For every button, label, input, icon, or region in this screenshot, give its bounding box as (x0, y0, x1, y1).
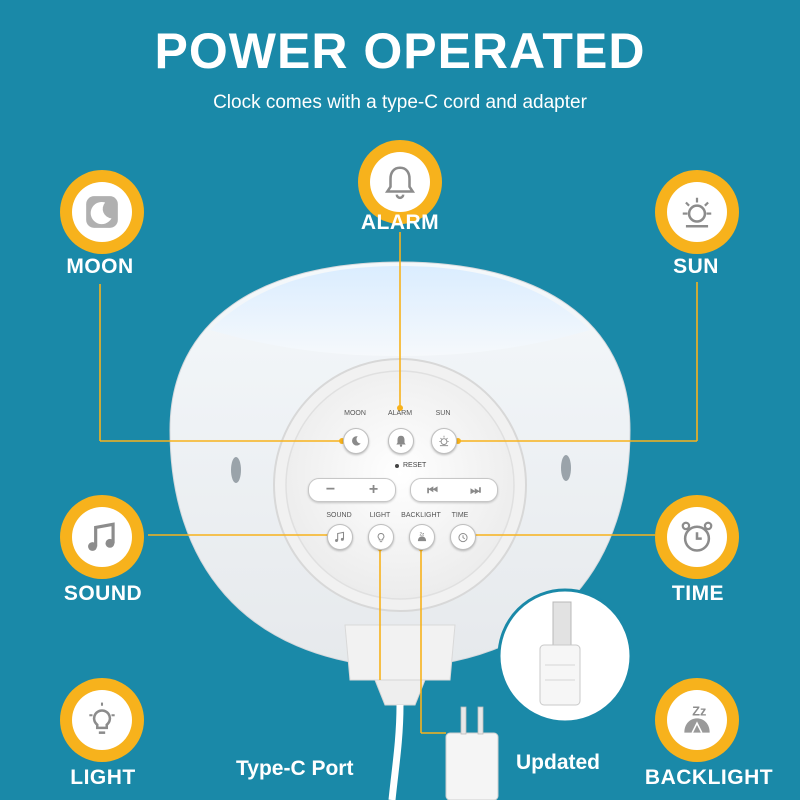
moon-label: MOON (66, 255, 134, 278)
bell-icon (384, 166, 416, 200)
sound-badge (60, 495, 144, 579)
backlight-badge: Zz (655, 678, 739, 762)
adapter-updated-label: Updated (516, 751, 600, 774)
moon-icon (86, 196, 118, 228)
alarm-label: ALARM (360, 211, 440, 234)
light-badge (60, 678, 144, 762)
panel-label-light: LIGHT (369, 512, 391, 519)
panel-moon-button[interactable] (343, 428, 369, 454)
sleep-icon: Zz (684, 704, 710, 734)
moon-icon (352, 436, 361, 446)
sun-label: SUN (673, 255, 719, 278)
panel-time-button[interactable] (450, 524, 476, 550)
sun-icon (682, 197, 712, 228)
type-c-port-label: Type-C Port (236, 757, 354, 780)
volume-rocker[interactable]: − + (308, 478, 396, 502)
panel-label-sun: SUN (435, 410, 451, 417)
svg-text:Zz: Zz (420, 531, 425, 536)
page-title: POWER OPERATED (154, 23, 646, 79)
music-note-icon (88, 522, 115, 551)
panel-light-button[interactable] (368, 524, 394, 550)
sound-label: SOUND (63, 582, 143, 605)
panel-sound-button[interactable] (327, 524, 353, 550)
light-bulb-icon (89, 702, 115, 734)
bell-icon (396, 435, 406, 447)
reset-indicator: RESET (395, 462, 426, 469)
sleep-icon: Zz (417, 531, 427, 542)
alarm-clock-icon (681, 521, 713, 552)
next-track-icon[interactable]: ⏭ (470, 482, 481, 497)
panel-label-sound: SOUND (326, 512, 352, 519)
music-note-icon (335, 531, 345, 542)
panel-label-backlight: BACKLIGHT (401, 512, 441, 519)
reset-label: RESET (403, 462, 427, 469)
svg-text:Zz: Zz (692, 704, 706, 718)
panel-alarm-button[interactable] (388, 428, 414, 454)
plus-icon[interactable]: + (368, 481, 379, 498)
panel-label-moon: MOON (344, 410, 366, 417)
light-label: LIGHT (70, 766, 136, 789)
page-subtitle: Clock comes with a type-C cord and adapt… (213, 92, 587, 113)
panel-label-time: TIME (451, 512, 469, 519)
time-label: TIME (671, 582, 725, 605)
minus-icon[interactable]: − (325, 481, 336, 498)
track-rocker[interactable]: ⏮ ⏭ (410, 478, 498, 502)
reset-dot[interactable] (395, 463, 399, 468)
moon-badge (60, 170, 144, 254)
previous-track-icon[interactable]: ⏮ (427, 482, 438, 497)
backlight-label: BACKLIGHT (644, 766, 774, 789)
alarm-clock-icon (458, 533, 468, 543)
light-bulb-icon (377, 533, 385, 543)
panel-label-alarm: ALARM (387, 410, 413, 417)
sun-badge (655, 170, 739, 254)
alarm-badge (358, 140, 442, 224)
sun-icon (439, 435, 449, 447)
panel-backlight-button[interactable]: Zz (409, 524, 435, 550)
panel-sun-button[interactable] (431, 428, 457, 454)
time-badge (655, 495, 739, 579)
